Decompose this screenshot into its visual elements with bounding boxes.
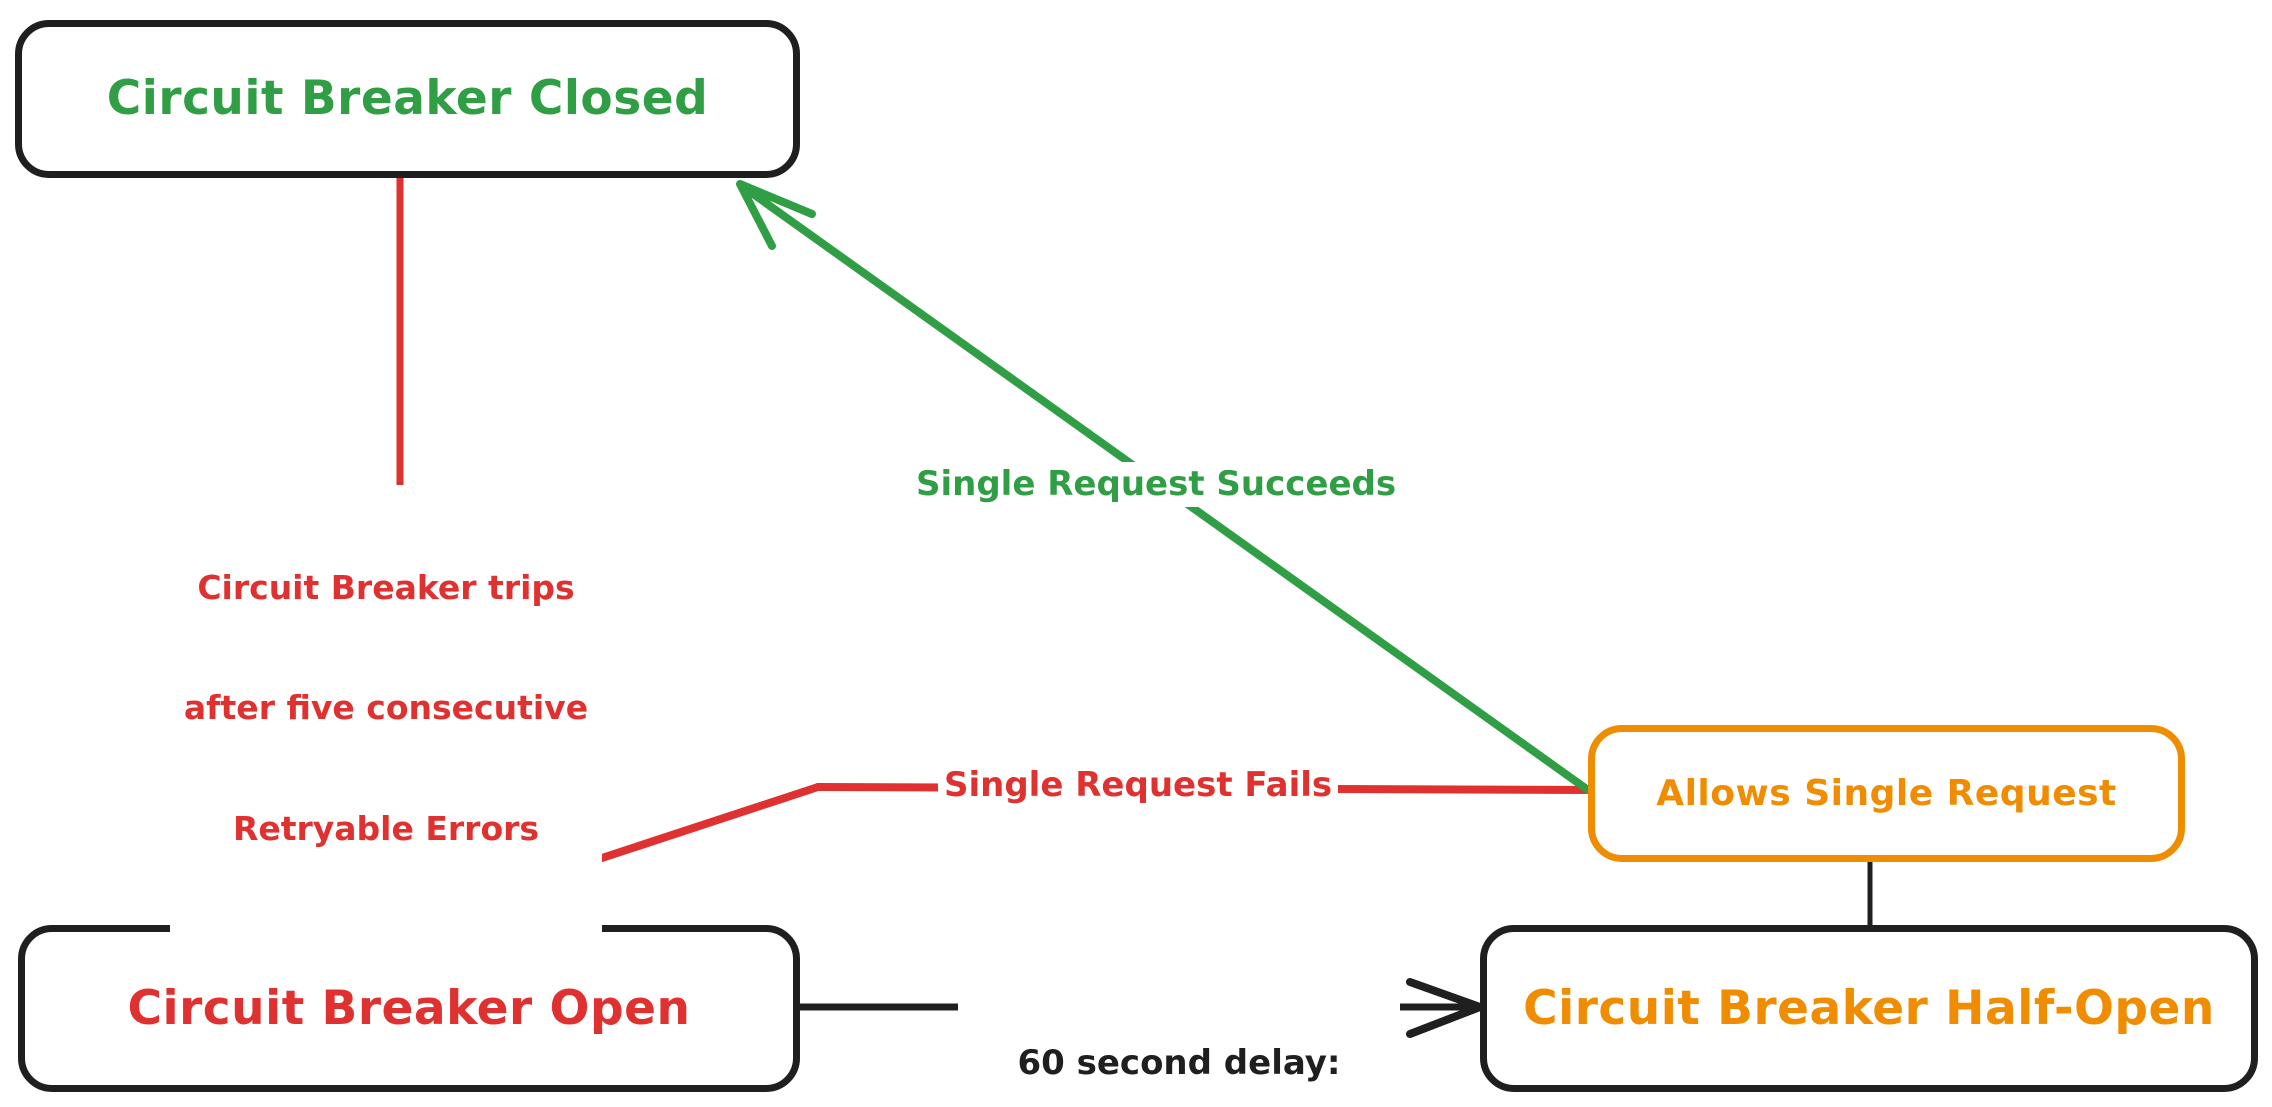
node-circuit-breaker-half-open[interactable]: Circuit Breaker Half-Open	[1480, 925, 2258, 1092]
edge-label-trips-line2: after five consecutive	[183, 688, 589, 728]
node-circuit-breaker-closed[interactable]: Circuit Breaker Closed	[15, 20, 800, 178]
node-allows-single-request[interactable]: Allows Single Request	[1588, 725, 2185, 862]
edge-label-single-request-fails: Single Request Fails	[938, 763, 1339, 809]
edge-label-trips-line1: Circuit Breaker trips	[197, 567, 575, 607]
edge-label-sixty-second-delay: 60 second delay: No requests allowed	[958, 958, 1400, 1107]
node-closed-label: Circuit Breaker Closed	[106, 71, 709, 127]
node-circuit-breaker-open[interactable]: Circuit Breaker Open	[18, 925, 800, 1092]
edge-label-single-request-succeeds: Single Request Succeeds	[910, 462, 1403, 508]
node-allows-single-request-label: Allows Single Request	[1656, 772, 2117, 814]
node-half-open-label: Circuit Breaker Half-Open	[1523, 980, 2215, 1036]
edge-label-trips-line3: Retryable Errors	[232, 809, 540, 848]
node-open-label: Circuit Breaker Open	[127, 980, 691, 1036]
edge-label-delay-line1: 60 second delay:	[1017, 1042, 1341, 1083]
edge-label-circuit-breaker-trips: Circuit Breaker trips after five consecu…	[170, 485, 602, 932]
